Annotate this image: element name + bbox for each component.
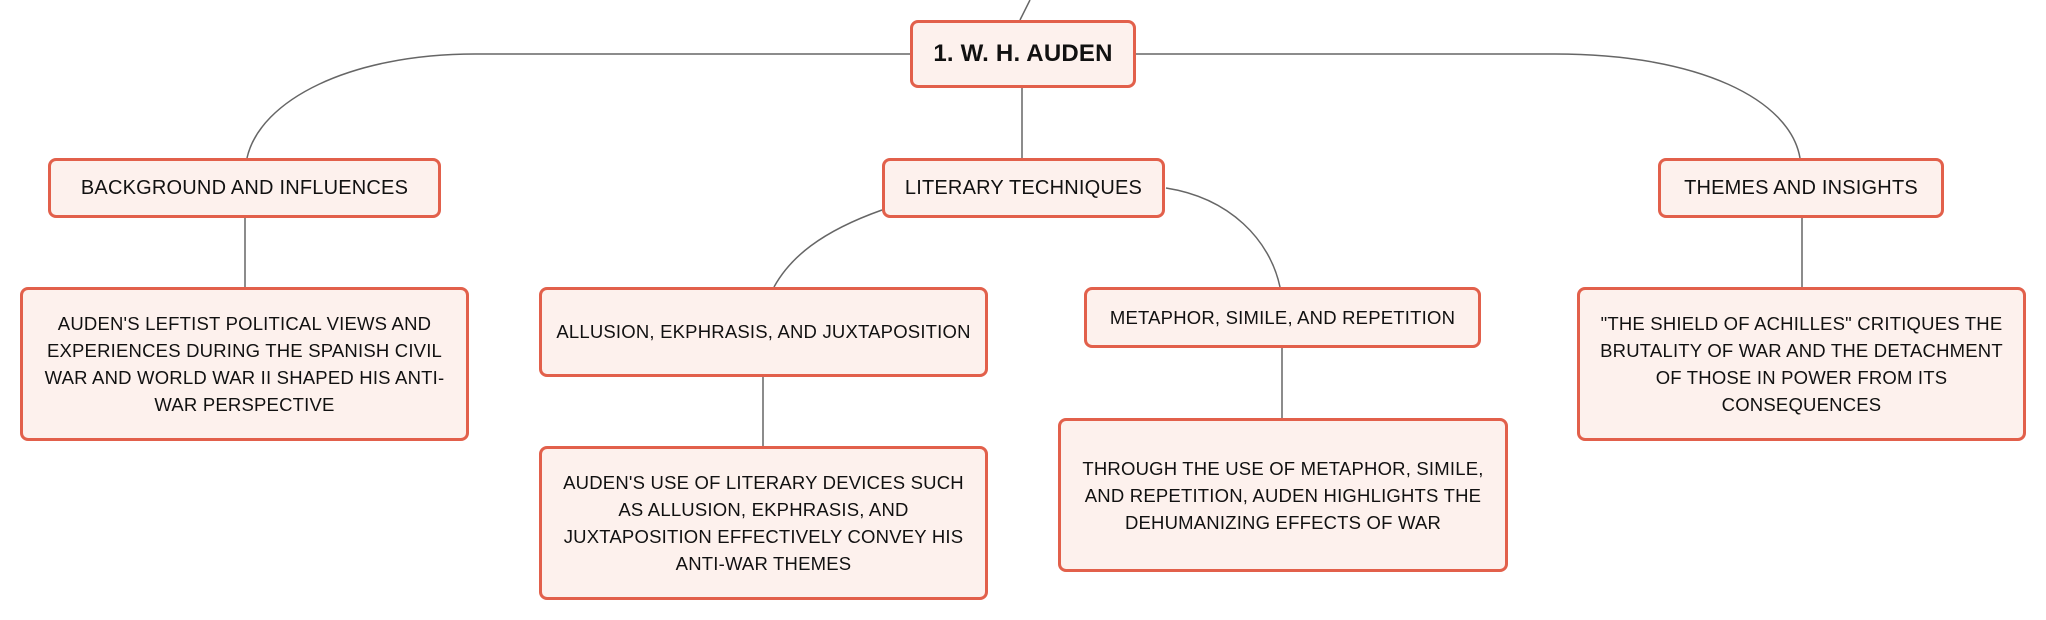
techniques-node-label: LITERARY TECHNIQUES — [904, 176, 1143, 199]
background-detail-node[interactable]: AUDEN'S LEFTIST POLITICAL VIEWS AND EXPE… — [20, 287, 469, 441]
metaphor-node[interactable]: METAPHOR, SIMILE, AND REPETITION — [1084, 287, 1481, 348]
root-node[interactable]: 1. W. H. AUDEN — [910, 20, 1136, 88]
themes-node[interactable]: THEMES AND INSIGHTS — [1658, 158, 1944, 218]
metaphor-detail-text: THROUGH THE USE OF METAPHOR, SIMILE, AND… — [1082, 457, 1484, 533]
connector-root-themes — [1135, 53, 1801, 159]
techniques-node[interactable]: LITERARY TECHNIQUES — [882, 158, 1165, 218]
background-node-label: BACKGROUND AND INFLUENCES — [80, 176, 409, 199]
allusion-detail-text: AUDEN'S USE OF LITERARY DEVICES SUCH AS … — [563, 472, 964, 574]
connector-techniques-metaphor — [1165, 187, 1281, 288]
background-node[interactable]: BACKGROUND AND INFLUENCES — [48, 158, 441, 218]
themes-detail-node[interactable]: "THE SHIELD OF ACHILLES" CRITIQUES THE B… — [1577, 287, 2026, 441]
root-node-label: 1. W. H. AUDEN — [933, 40, 1113, 67]
themes-node-label: THEMES AND INSIGHTS — [1684, 176, 1918, 199]
allusion-node-label: ALLUSION, EKPHRASIS, AND JUXTAPOSITION — [556, 321, 971, 342]
connector-root-background — [246, 53, 910, 159]
background-detail-text: AUDEN'S LEFTIST POLITICAL VIEWS AND EXPE… — [44, 313, 445, 415]
allusion-detail-node[interactable]: AUDEN'S USE OF LITERARY DEVICES SUCH AS … — [539, 446, 988, 600]
connector-techniques-allusion — [773, 209, 883, 288]
metaphor-detail-node[interactable]: THROUGH THE USE OF METAPHOR, SIMILE, AND… — [1058, 418, 1508, 572]
connector-parent-root — [1019, 0, 1031, 21]
metaphor-node-label: METAPHOR, SIMILE, AND REPETITION — [1109, 306, 1456, 328]
themes-detail-text: "THE SHIELD OF ACHILLES" CRITIQUES THE B… — [1600, 313, 2003, 415]
allusion-node[interactable]: ALLUSION, EKPHRASIS, AND JUXTAPOSITION — [539, 287, 988, 377]
